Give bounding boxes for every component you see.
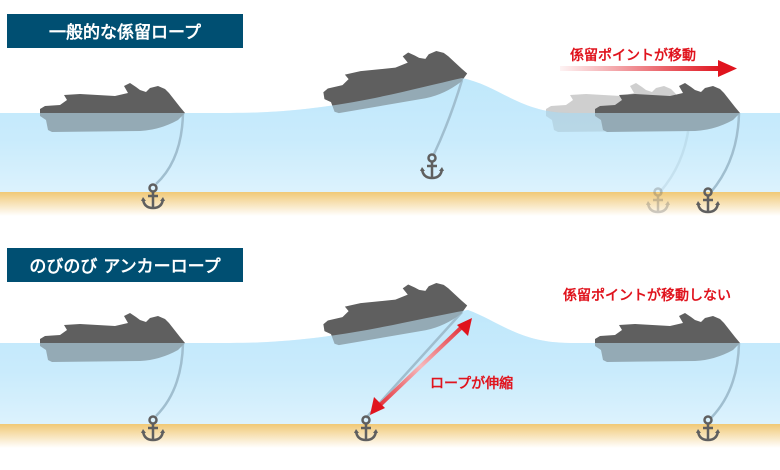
panel-title: 一般的な係留ロープ [49,22,202,43]
panel-title: のびのび アンカーロープ [29,256,221,277]
seabed [0,422,780,448]
mooring-fixed-label: 係留ポイントが移動しない [563,287,731,304]
panel-stretch-rope: のびのび アンカーロープ 係留ポイントが移動しない ロープが伸縮 [0,248,780,448]
rope-stretch-label: ロープが伸縮 [430,375,513,392]
title-box [7,14,243,48]
panel-standard-rope: 一般的な係留ロープ 係留ポイントが移動 [0,14,780,216]
double-arrow-icon [370,318,472,415]
seabed [0,190,780,216]
title-box [7,248,243,282]
arrow-right-icon [560,60,737,77]
mooring-moves-label: 係留ポイントが移動 [570,47,696,64]
